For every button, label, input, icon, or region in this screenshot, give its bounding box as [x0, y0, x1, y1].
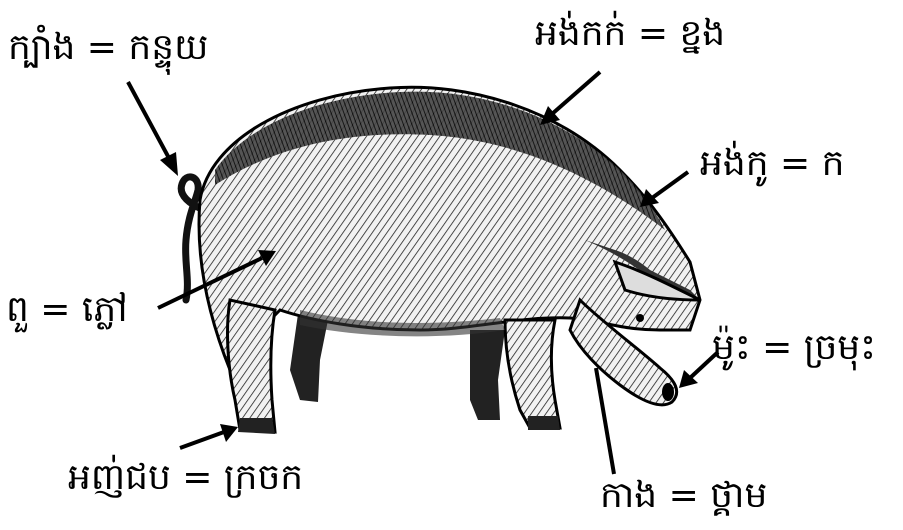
pig-eye	[636, 314, 644, 322]
pig-nostril	[662, 383, 674, 401]
pig-near-hind-leg	[228, 300, 275, 432]
label-hoof: អញ់ជប = ក្រចក	[68, 460, 303, 496]
label-neck: អង់កូ = ក	[700, 146, 844, 182]
arrow-neck	[640, 172, 688, 207]
arrow-back	[540, 72, 600, 125]
label-cheek: កាង = ថ្គាម	[600, 478, 767, 514]
label-snout: ម៉ូះ = ច្រមុះ	[712, 330, 876, 366]
pig-hind-hoof	[238, 418, 275, 434]
label-back: អង់កក់ = ខ្នង	[535, 16, 725, 52]
label-hair: ពួ = ភ្លៅ	[6, 292, 128, 328]
pig-near-front-leg	[505, 320, 560, 428]
label-tail: ក្បាំង = កន្ទុយ	[8, 30, 208, 66]
arrow-cheek	[596, 368, 614, 474]
pig-far-front-leg	[470, 330, 505, 420]
pig-front-hoof	[528, 416, 560, 430]
arrow-hoof	[180, 424, 238, 448]
arrow-tail	[128, 82, 178, 176]
